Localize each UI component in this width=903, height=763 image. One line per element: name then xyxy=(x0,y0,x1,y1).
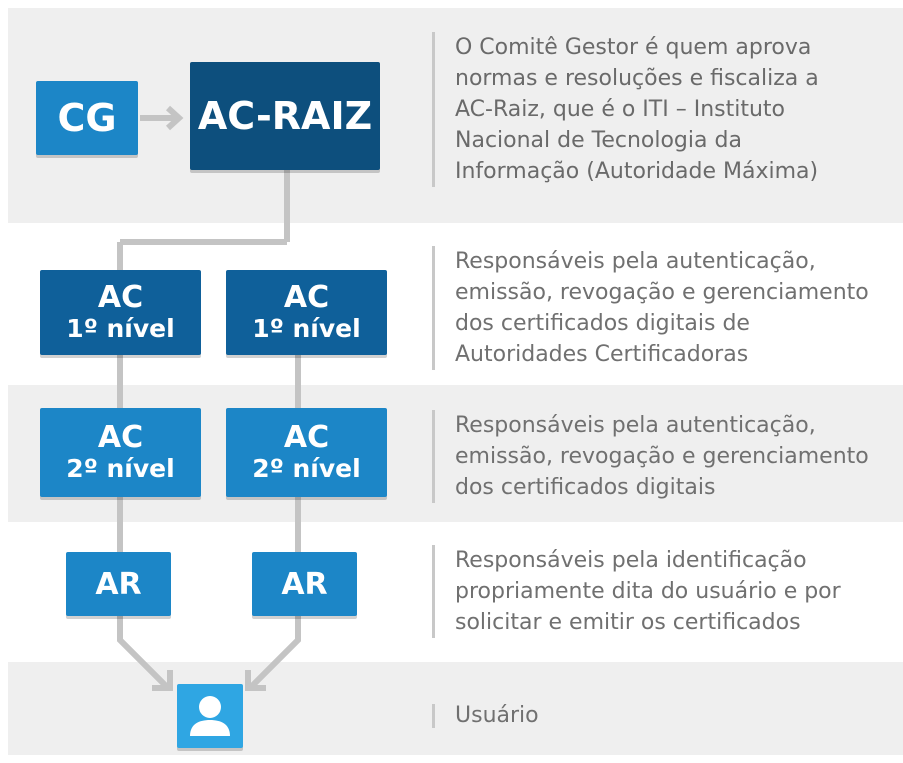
connector-arrowhead-right xyxy=(245,670,266,691)
node-ac-level2-right: AC 2º nível xyxy=(226,408,387,497)
node-label-line1: AC xyxy=(283,279,330,315)
node-label-line1: AC xyxy=(97,419,144,455)
node-label-line1: AC xyxy=(97,279,144,315)
node-label-line2: 1º nível xyxy=(252,313,361,343)
description-level2: Responsáveis pela autenticação, emissão,… xyxy=(432,410,869,503)
node-ac-raiz-label: AC-RAIZ xyxy=(197,94,373,138)
connector-left-column xyxy=(117,242,171,691)
node-cg: CG xyxy=(36,81,138,155)
node-label-line1: AC xyxy=(283,419,330,455)
connector-arrowhead-acraiz xyxy=(165,105,184,131)
node-ar-label: AR xyxy=(95,566,142,602)
description-user: Usuário xyxy=(432,704,539,728)
node-ar-right: AR xyxy=(252,552,357,616)
connector-arrowhead-left xyxy=(152,670,173,691)
node-ac-level1-right: AC 1º nível xyxy=(226,270,387,355)
node-ac-level1-left: AC 1º nível xyxy=(40,270,201,355)
connector-right-column xyxy=(247,355,301,691)
user-icon xyxy=(190,696,230,736)
description-root: O Comitê Gestor é quem aprova normas e r… xyxy=(432,32,819,187)
description-ar: Responsáveis pela identificação propriam… xyxy=(432,545,841,638)
node-label-line2: 1º nível xyxy=(66,313,175,343)
node-ac-raiz: AC-RAIZ xyxy=(190,62,380,170)
node-cg-label: CG xyxy=(57,96,117,140)
node-ar-label: AR xyxy=(281,566,328,602)
node-label-line2: 2º nível xyxy=(66,453,175,483)
node-ac-level2-left: AC 2º nível xyxy=(40,408,201,497)
user-node xyxy=(177,684,243,748)
node-ar-left: AR xyxy=(66,552,171,616)
description-level1: Responsáveis pela autenticação, emissão,… xyxy=(432,246,869,370)
node-label-line2: 2º nível xyxy=(252,453,361,483)
